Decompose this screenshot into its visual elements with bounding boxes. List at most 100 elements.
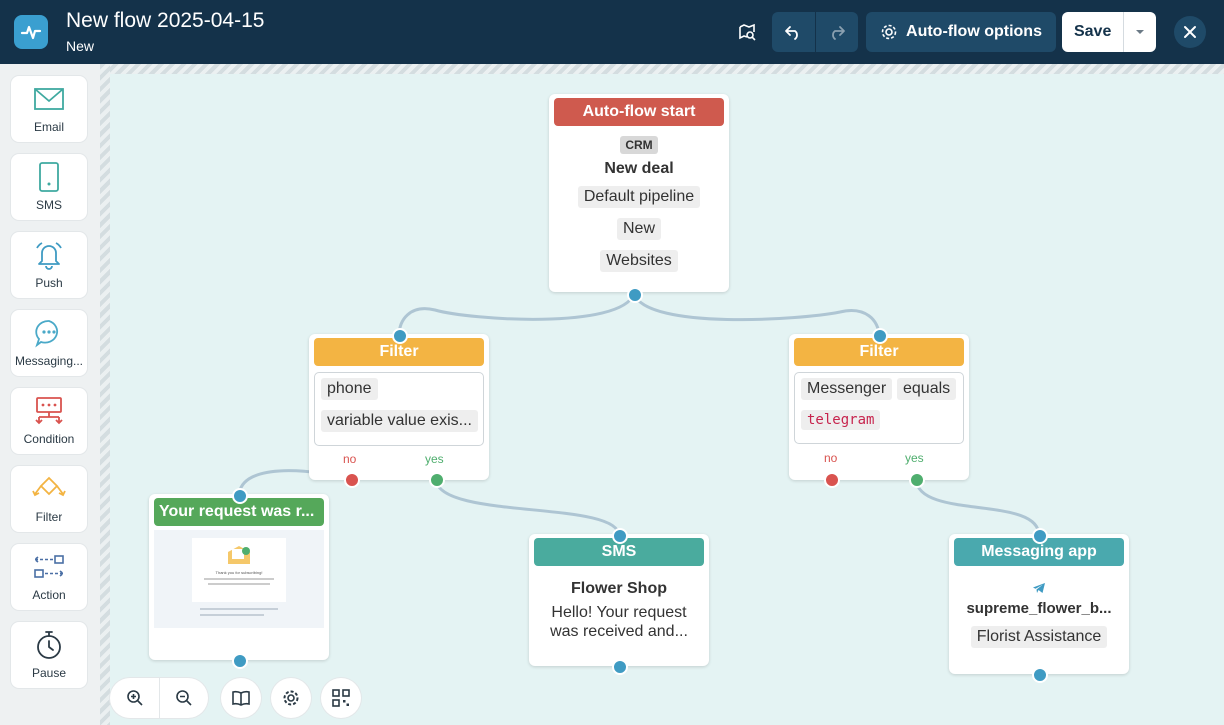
tool-label: Push xyxy=(35,276,63,290)
save-group: Save xyxy=(1062,12,1156,52)
pulse-icon xyxy=(20,25,42,40)
tool-push[interactable]: Push xyxy=(11,232,87,298)
qr-code-button[interactable] xyxy=(321,678,361,718)
sms-output-port[interactable] xyxy=(612,659,628,675)
email-output-port[interactable] xyxy=(232,653,248,669)
gear-icon xyxy=(881,24,897,40)
node-filter-messenger[interactable]: Filter Messenger equals telegram no yes xyxy=(789,334,969,480)
source-chip: Websites xyxy=(600,250,678,272)
messaging-icon xyxy=(35,320,58,348)
bot-name: supreme_flower_b... xyxy=(966,600,1112,617)
filter-value-chip: telegram xyxy=(801,410,881,430)
toolbox-sidebar: Email SMS Push Messaging... Condition Fi… xyxy=(0,64,110,725)
save-button[interactable]: Save xyxy=(1073,23,1112,40)
condition-icon xyxy=(35,397,63,425)
tool-label: Filter xyxy=(35,510,63,524)
filter-field-chip: phone xyxy=(321,378,378,400)
email-preview-card: Thank you for subscribing! xyxy=(192,538,286,602)
tool-messaging[interactable]: Messaging... xyxy=(11,310,87,376)
action-icon xyxy=(33,555,65,578)
filter-messenger-input-port[interactable] xyxy=(872,328,888,344)
zoom-in-button[interactable] xyxy=(111,678,160,718)
tool-label: SMS xyxy=(35,198,62,212)
gear-icon xyxy=(283,690,299,706)
pause-timer-icon xyxy=(37,631,61,659)
sms-text-line: was received and... xyxy=(550,623,688,640)
app-logo[interactable] xyxy=(14,15,48,49)
node-sms[interactable]: SMS Flower Shop Hello! Your request was … xyxy=(529,534,709,666)
undo-icon xyxy=(785,26,799,40)
map-view-button[interactable] xyxy=(730,12,764,52)
node-messaging-app[interactable]: Messaging app supreme_flower_b... Floris… xyxy=(949,534,1129,674)
undo-button[interactable] xyxy=(772,12,816,52)
tool-condition[interactable]: Condition xyxy=(11,388,87,454)
tool-email[interactable]: Email xyxy=(11,76,87,142)
connector-start-filter-right xyxy=(632,293,881,337)
node-email[interactable]: Your request was r... Thank you for subs… xyxy=(149,494,329,660)
start-output-port[interactable] xyxy=(627,287,643,303)
messaging-output-port[interactable] xyxy=(1032,667,1048,683)
top-bar: New flow 2025-04-15 New Auto-flow option… xyxy=(0,0,1224,64)
pipeline-chip: Default pipeline xyxy=(577,186,701,208)
messaging-input-port[interactable] xyxy=(1032,528,1048,544)
close-button[interactable] xyxy=(1174,16,1206,48)
tool-pause[interactable]: Pause xyxy=(11,622,87,688)
yes-branch-label: yes xyxy=(905,451,924,465)
no-branch-label: no xyxy=(343,452,357,466)
push-bell-icon xyxy=(36,242,62,270)
canvas-settings-button[interactable] xyxy=(271,678,311,718)
flow-title[interactable]: New flow 2025-04-15 xyxy=(66,9,265,32)
filter-messenger-yes-port[interactable] xyxy=(909,472,925,488)
tool-sms[interactable]: SMS xyxy=(11,154,87,220)
filter-condition-box: phone variable value exis... xyxy=(314,372,484,446)
documentation-button[interactable] xyxy=(221,678,261,718)
node-autoflow-start[interactable]: Auto-flow start CRM New deal Default pip… xyxy=(549,94,729,292)
undo-redo-group xyxy=(772,12,858,52)
sms-input-port[interactable] xyxy=(612,528,628,544)
caret-down-icon xyxy=(1136,30,1145,34)
filter-messenger-no-port[interactable] xyxy=(824,472,840,488)
preview-line xyxy=(204,578,274,580)
redo-button[interactable] xyxy=(816,12,859,52)
map-search-icon xyxy=(739,23,756,41)
connector-yes-sms xyxy=(434,479,621,537)
node-filter-phone[interactable]: Filter phone variable value exis... no y… xyxy=(309,334,489,480)
yes-branch-label: yes xyxy=(425,452,444,466)
tool-filter[interactable]: Filter xyxy=(11,466,87,532)
bot-scenario-chip: Florist Assistance xyxy=(970,626,1108,648)
zoom-controls xyxy=(110,678,208,718)
flow-status: New xyxy=(66,38,95,54)
zoom-out-icon xyxy=(175,690,192,706)
envelope-check-icon xyxy=(228,546,250,564)
tool-label: Pause xyxy=(31,666,67,680)
preview-footer-line xyxy=(200,608,278,610)
qr-code-icon xyxy=(332,689,350,707)
canvas-top-edge xyxy=(0,64,1224,74)
email-input-port[interactable] xyxy=(232,488,248,504)
filter-operator-chip: variable value exis... xyxy=(321,410,478,432)
autoflow-options-button[interactable]: Auto-flow options xyxy=(866,12,1056,52)
sms-text-line: Hello! Your request xyxy=(551,604,687,621)
filter-phone-yes-port[interactable] xyxy=(429,472,445,488)
email-icon xyxy=(34,88,64,110)
tool-action[interactable]: Action xyxy=(11,544,87,610)
redo-icon xyxy=(831,26,845,40)
zoom-in-icon xyxy=(126,690,143,706)
no-branch-label: no xyxy=(824,451,838,465)
filter-phone-no-port[interactable] xyxy=(344,472,360,488)
trigger-source-badge: CRM xyxy=(620,136,658,154)
save-options-button[interactable] xyxy=(1123,12,1156,52)
preview-footer-line xyxy=(200,614,264,616)
tool-label: Messaging... xyxy=(14,354,84,368)
sms-sender: Flower Shop xyxy=(571,580,667,597)
zoom-out-button[interactable] xyxy=(160,678,208,718)
trigger-title: New deal xyxy=(604,160,674,177)
autoflow-options-label: Auto-flow options xyxy=(906,23,1042,40)
filter-phone-input-port[interactable] xyxy=(392,328,408,344)
node-header: Auto-flow start xyxy=(554,98,724,126)
toolbox-edge xyxy=(100,64,110,725)
stage-chip: New xyxy=(616,218,661,240)
telegram-icon xyxy=(1033,583,1045,593)
book-icon xyxy=(232,690,250,706)
